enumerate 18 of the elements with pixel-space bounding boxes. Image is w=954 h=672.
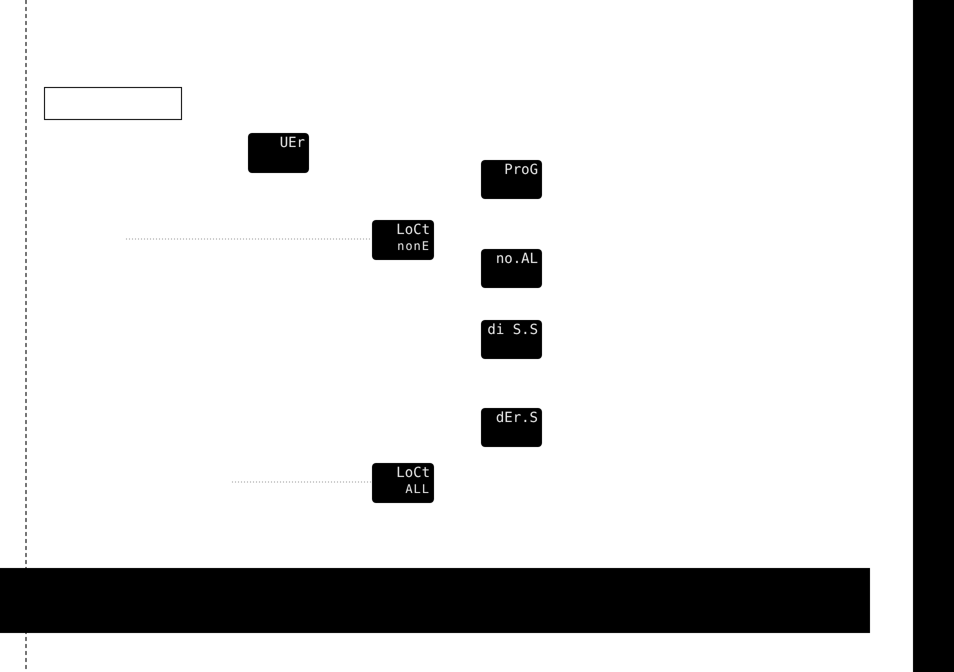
lcd-display xyxy=(481,160,542,199)
lcd-display xyxy=(481,408,542,447)
lcd-display xyxy=(372,463,434,503)
display-readout: LoCt xyxy=(395,465,430,482)
display-readout: LoCt xyxy=(395,222,430,239)
display-readout: ProG xyxy=(503,162,538,179)
lcd-display xyxy=(481,249,542,288)
leader-line xyxy=(126,238,372,240)
display-readout: dEr.S xyxy=(494,410,538,427)
display-readout: no.AL xyxy=(494,251,538,268)
lcd-display xyxy=(481,320,542,359)
display-readout: ALL xyxy=(404,482,430,496)
lcd-display xyxy=(372,220,434,260)
display-readout: di S.S xyxy=(486,322,538,339)
display-readout: nonE xyxy=(396,239,430,253)
lcd-display xyxy=(248,133,309,173)
empty-heading-box xyxy=(44,87,182,120)
display-readout: UEr xyxy=(278,135,305,152)
